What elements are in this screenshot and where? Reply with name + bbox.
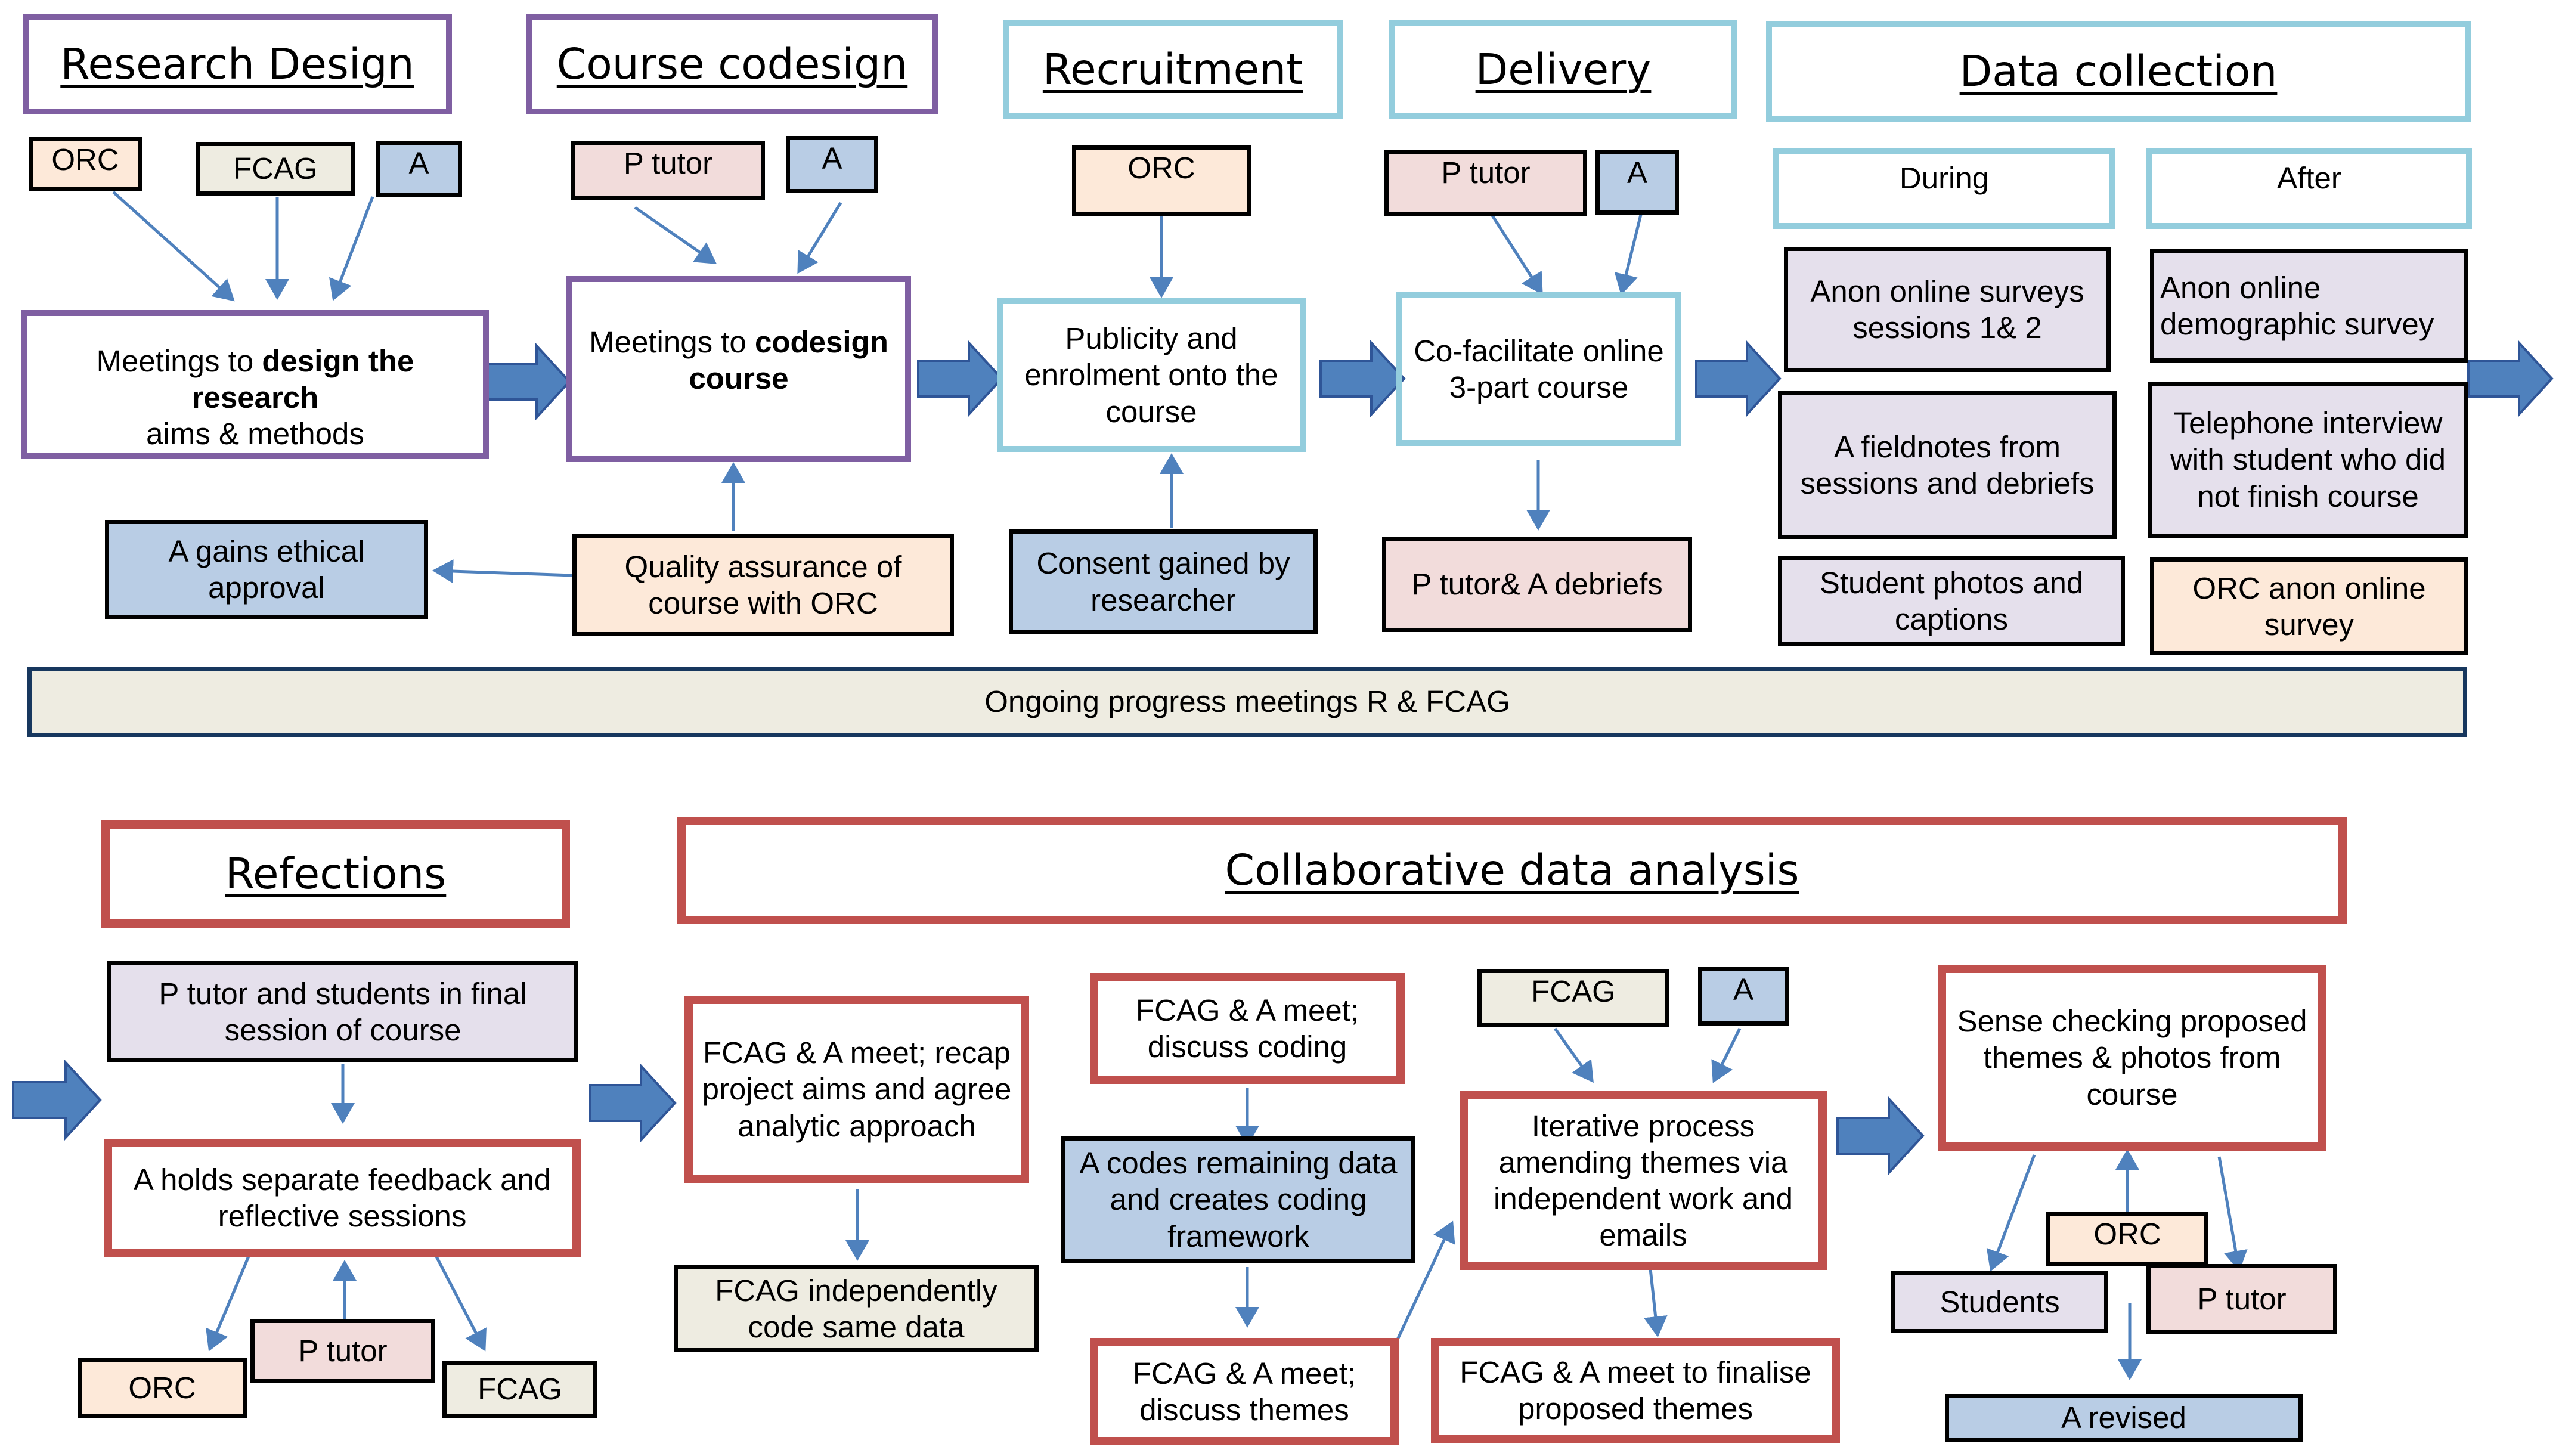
arrow-ptutor-to-codesign [634,206,717,264]
revised-box: A revised [1945,1394,2303,1442]
feedback-sessions-box: A holds separate feedback and reflective… [104,1139,581,1257]
arrow-a-to-iterative [1711,1027,1742,1083]
block-arrow-2 [917,339,1003,418]
a-box: A [1595,150,1679,215]
orc-box: ORC [1072,145,1251,216]
a-box: A [1698,967,1789,1026]
block-arrow-7 [589,1062,677,1144]
orc-box: ORC [29,137,142,191]
student-photos-box: Student photos and captions [1778,556,2125,646]
block-arrow-1 [485,342,571,421]
ongoing-meetings-bar: Ongoing progress meetings R & FCAG [27,667,2467,737]
ethics-box: A gains ethical approval [105,520,428,619]
block-arrow-5 [2467,339,2554,418]
debriefs-box: P tutor& A debriefs [1382,537,1692,632]
arrow-orc-to-design [112,191,235,302]
finalise-themes-box: FCAG & A meet to finalise proposed theme… [1431,1338,1840,1443]
fcag-box: FCAG [442,1361,597,1418]
arrow-iterative-to-finalise [1643,1268,1668,1337]
block-arrow-4 [1695,339,1782,418]
telephone-interview-box: Telephone interview with student who did… [2148,382,2468,538]
block-arrow-3 [1319,339,1406,418]
recap-aims-box: FCAG & A meet; recap project aims and ag… [684,996,1029,1183]
students-box: Students [1891,1271,2108,1333]
fcag-box: FCAG [1477,969,1669,1027]
header-collaborative-analysis: Collaborative data analysis [677,817,2347,924]
design-meetings-post: aims & methods [146,417,364,451]
ptutor-box: P tutor [1384,150,1587,216]
demographic-survey-box: Anon online demographic survey [2150,249,2468,363]
publicity-box: Publicity and enrolment onto the course [997,298,1306,452]
arrow-a-to-design [329,196,374,301]
arrow-qa-to-ethics [432,559,573,584]
independent-coding-box: FCAG independently code same data [674,1265,1039,1352]
arrow-sense-to-ptutor [2217,1156,2248,1272]
arrow-a-to-codesign [797,202,842,274]
arrow-discuss-themes-to-iterative [1393,1220,1455,1346]
iterative-process-box: Iterative process amending themes via in… [1460,1091,1827,1270]
sense-checking-box: Sense checking proposed themes & photos … [1938,965,2326,1151]
codesign-meetings-bold: codesign course [689,325,888,396]
qa-box: Quality assurance of course with ORC [572,534,954,636]
during-box: During [1773,148,2115,229]
header-refections: Refections [101,820,570,928]
arrow-a-to-cofac [1614,214,1643,295]
header-data-collection: Data collection [1766,21,2471,122]
header-recruitment: Recruitment [1003,20,1343,119]
fieldnotes-box: A fieldnotes from sessions and debriefs [1778,391,2117,539]
block-arrow-8 [1836,1095,1925,1176]
arrow-feedback-to-orc [206,1251,252,1352]
final-session-box: P tutor and students in final session of… [107,961,578,1062]
ptutor-box: P tutor [250,1319,435,1383]
ptutor-box: P tutor [2146,1264,2337,1334]
design-meetings-bold: design the research [191,344,414,415]
codesign-meetings-box: Meetings to codesign course [566,276,911,462]
header-course-codesign: Course codesign [526,14,938,114]
after-box: After [2146,148,2472,229]
ptutor-box: P tutor [571,141,765,200]
a-box: A [786,136,878,193]
anon-surveys-box: Anon online surveys sessions 1& 2 [1784,247,2111,372]
design-meetings-pre: Meetings to [96,344,262,378]
coding-framework-box: A codes remaining data and creates codin… [1061,1136,1415,1263]
arrow-feedback-to-fcag [432,1251,487,1352]
design-meetings-box: Meetings to design the research aims & m… [21,310,489,459]
orc-box: ORC [78,1358,247,1418]
block-arrow-6 [12,1059,102,1141]
consent-box: Consent gained by researcher [1009,529,1318,634]
discuss-themes-box: FCAG & A meet; discuss themes [1090,1338,1399,1445]
header-research-design: Research Design [23,14,452,114]
orc-box: ORC [2046,1212,2208,1266]
arrow-sense-to-students [1986,1154,2036,1272]
cofacilitate-box: Co-facilitate online 3-part course [1396,292,1681,446]
codesign-meetings-pre: Meetings to [589,325,755,359]
orc-survey-box: ORC anon online survey [2150,557,2468,655]
arrow-fcag-to-iterative [1553,1027,1594,1083]
a-box: A [376,141,462,197]
arrow-ptutor-to-cofac [1490,213,1543,295]
header-delivery: Delivery [1389,20,1737,119]
discuss-coding-box: FCAG & A meet; discuss coding [1090,973,1405,1084]
fcag-box: FCAG [196,142,355,196]
